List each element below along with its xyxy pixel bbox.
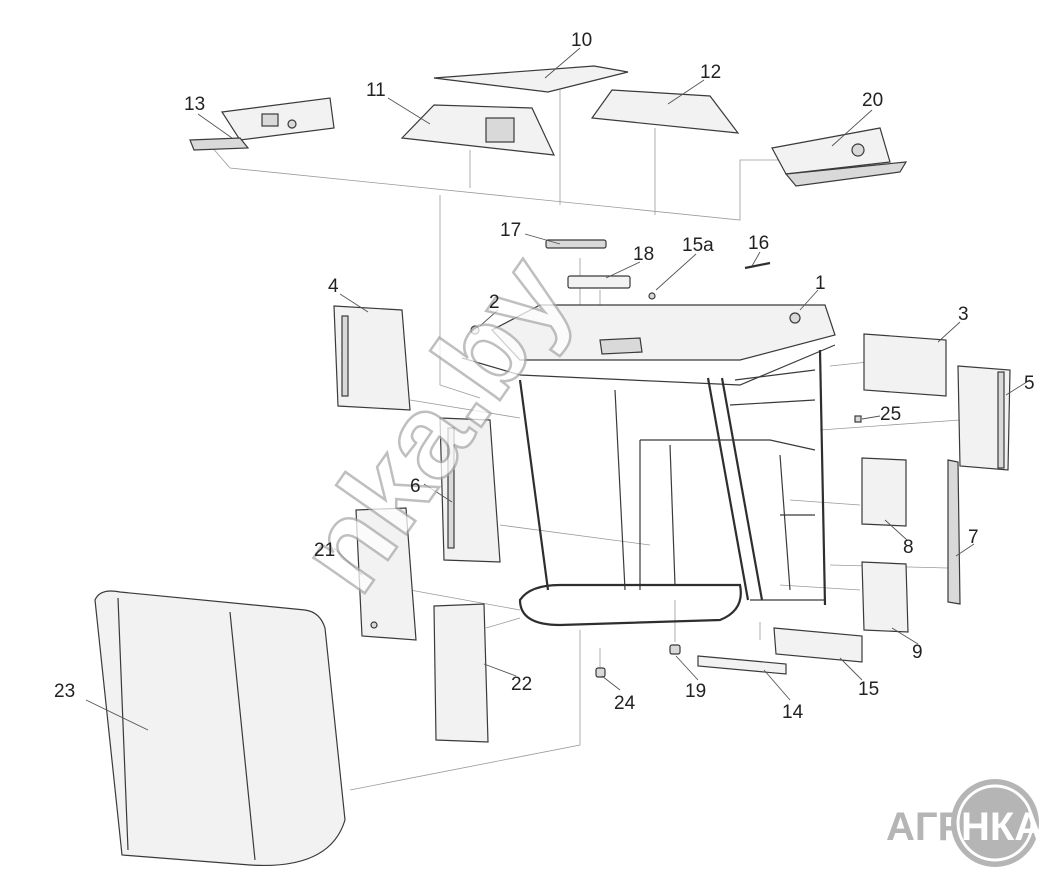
callout-12: 12	[700, 62, 721, 83]
part-24-plug	[595, 667, 606, 678]
part-13-bracket	[189, 97, 335, 151]
part-10-roof-panel	[433, 65, 629, 93]
part-4-panel	[333, 305, 411, 411]
part-21-panel	[355, 507, 417, 641]
part-22-panel	[433, 603, 489, 743]
part-7-strip	[947, 459, 961, 605]
agronka-logo: АГРО НКА	[886, 779, 1043, 867]
part-19-plug	[669, 644, 681, 655]
callout-22: 22	[511, 674, 532, 695]
assembly-lines	[209, 90, 961, 791]
callout-20: 20	[862, 90, 883, 111]
logo-circle	[951, 779, 1039, 867]
callout-17: 17	[500, 220, 521, 241]
callout-19: 19	[685, 681, 706, 702]
leader-lines	[85, 47, 1031, 731]
callout-13: 13	[184, 94, 205, 115]
part-1-cab-frame	[461, 292, 836, 627]
part-12-panel	[590, 89, 740, 134]
part-2-bolt	[470, 325, 480, 335]
callout-2: 2	[489, 292, 500, 313]
callout-23: 23	[54, 681, 75, 702]
callout-15: 15	[858, 679, 879, 700]
part-18-block	[567, 275, 631, 289]
part-6-panel	[439, 417, 501, 563]
callout-7: 7	[968, 527, 979, 548]
part-5-panel	[957, 365, 1011, 471]
callout-10: 10	[571, 30, 592, 51]
callout-16: 16	[748, 233, 769, 254]
part-14-strip	[697, 655, 787, 675]
logo-ring	[956, 784, 1034, 862]
callout-5: 5	[1024, 373, 1035, 394]
callout-4: 4	[328, 276, 339, 297]
callout-18: 18	[633, 244, 654, 265]
callout-8: 8	[903, 537, 914, 558]
part-17-strip	[545, 239, 607, 249]
part-20-bracket	[771, 127, 908, 187]
callout-24: 24	[614, 693, 636, 714]
callout-3: 3	[958, 304, 969, 325]
logo-text-right: НКА	[961, 805, 1043, 849]
callout-9: 9	[912, 642, 923, 663]
callout-6: 6	[410, 476, 421, 497]
part-16-rod	[744, 261, 771, 270]
callout-25: 25	[880, 404, 901, 425]
callout-21: 21	[314, 540, 335, 561]
callout-15a: 15а	[682, 235, 714, 256]
callout-14: 14	[782, 702, 804, 723]
part-8-panel	[861, 457, 907, 527]
part-25-nut	[854, 415, 862, 423]
part-11-panel	[400, 104, 555, 156]
callout-labels: 1 2 3 4 5 6 7 8 9 10 11 12 13 14 15 15а …	[54, 30, 1035, 723]
part-9-panel	[861, 561, 909, 633]
callout-1: 1	[815, 273, 826, 294]
part-15-panel	[773, 627, 863, 663]
part-23-curved-panel	[94, 590, 346, 867]
part-3-panel	[863, 333, 947, 397]
callout-11: 11	[366, 80, 386, 101]
